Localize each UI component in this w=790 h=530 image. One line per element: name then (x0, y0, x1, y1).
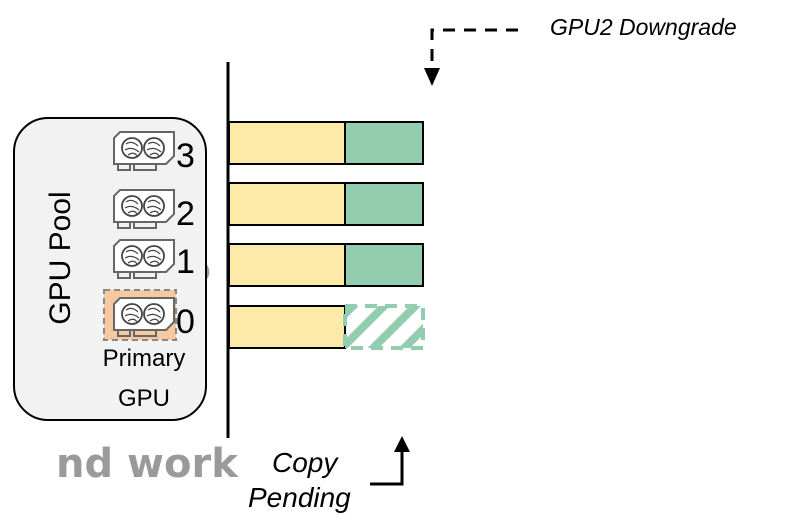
gpu-pool-title: GPU Pool (44, 191, 77, 324)
gpu-card-icon (113, 131, 175, 171)
copy-pending-label-line2: Pending (248, 482, 351, 513)
gpu-card-icon (113, 297, 175, 337)
gpu-card-icon (113, 239, 175, 279)
gpu-icon-1 (113, 239, 175, 279)
gpu-pool-panel: GPU Pool 3 2 1 0 Primary GPU (13, 117, 207, 421)
gpu-id-1: 1 (176, 243, 195, 281)
background-fragment-bottom: nd work (56, 441, 239, 487)
copy-pending-annotation: Copy Pending (248, 436, 410, 513)
arrow-down-icon (424, 68, 440, 86)
copy-bar-gpu-2 (344, 182, 424, 226)
work-bar-gpu-3 (228, 121, 346, 165)
gpu-card-icon (113, 189, 175, 229)
work-bar-gpu-2 (228, 182, 346, 226)
timeline-bars (228, 121, 425, 350)
primary-gpu-label-line2: GPU (118, 385, 170, 412)
gpu-icon-3 (113, 131, 175, 171)
copy-pending-label-line1: Copy (272, 447, 339, 478)
copy-pending-connector (370, 448, 404, 486)
work-bar-gpu-0 (228, 305, 346, 349)
copy-bar-gpu-1 (344, 243, 424, 287)
gpu-id-3: 3 (176, 137, 195, 175)
downgrade-label: GPU2 Downgrade (550, 14, 737, 40)
gpu-id-0: 0 (176, 303, 195, 341)
downgrade-annotation: GPU2 Downgrade (424, 14, 737, 86)
work-bar-gpu-1 (228, 243, 346, 287)
gpu-icon-2 (113, 189, 175, 229)
downgrade-dashed-connector (430, 28, 518, 72)
primary-gpu-label-line1: Primary (103, 345, 186, 372)
gpu-id-2: 2 (176, 195, 195, 233)
arrow-up-icon (394, 436, 410, 452)
copy-pending-bar-gpu-0 (343, 304, 425, 350)
gpu-icon-0 (113, 297, 175, 337)
copy-bar-gpu-3 (344, 121, 424, 165)
